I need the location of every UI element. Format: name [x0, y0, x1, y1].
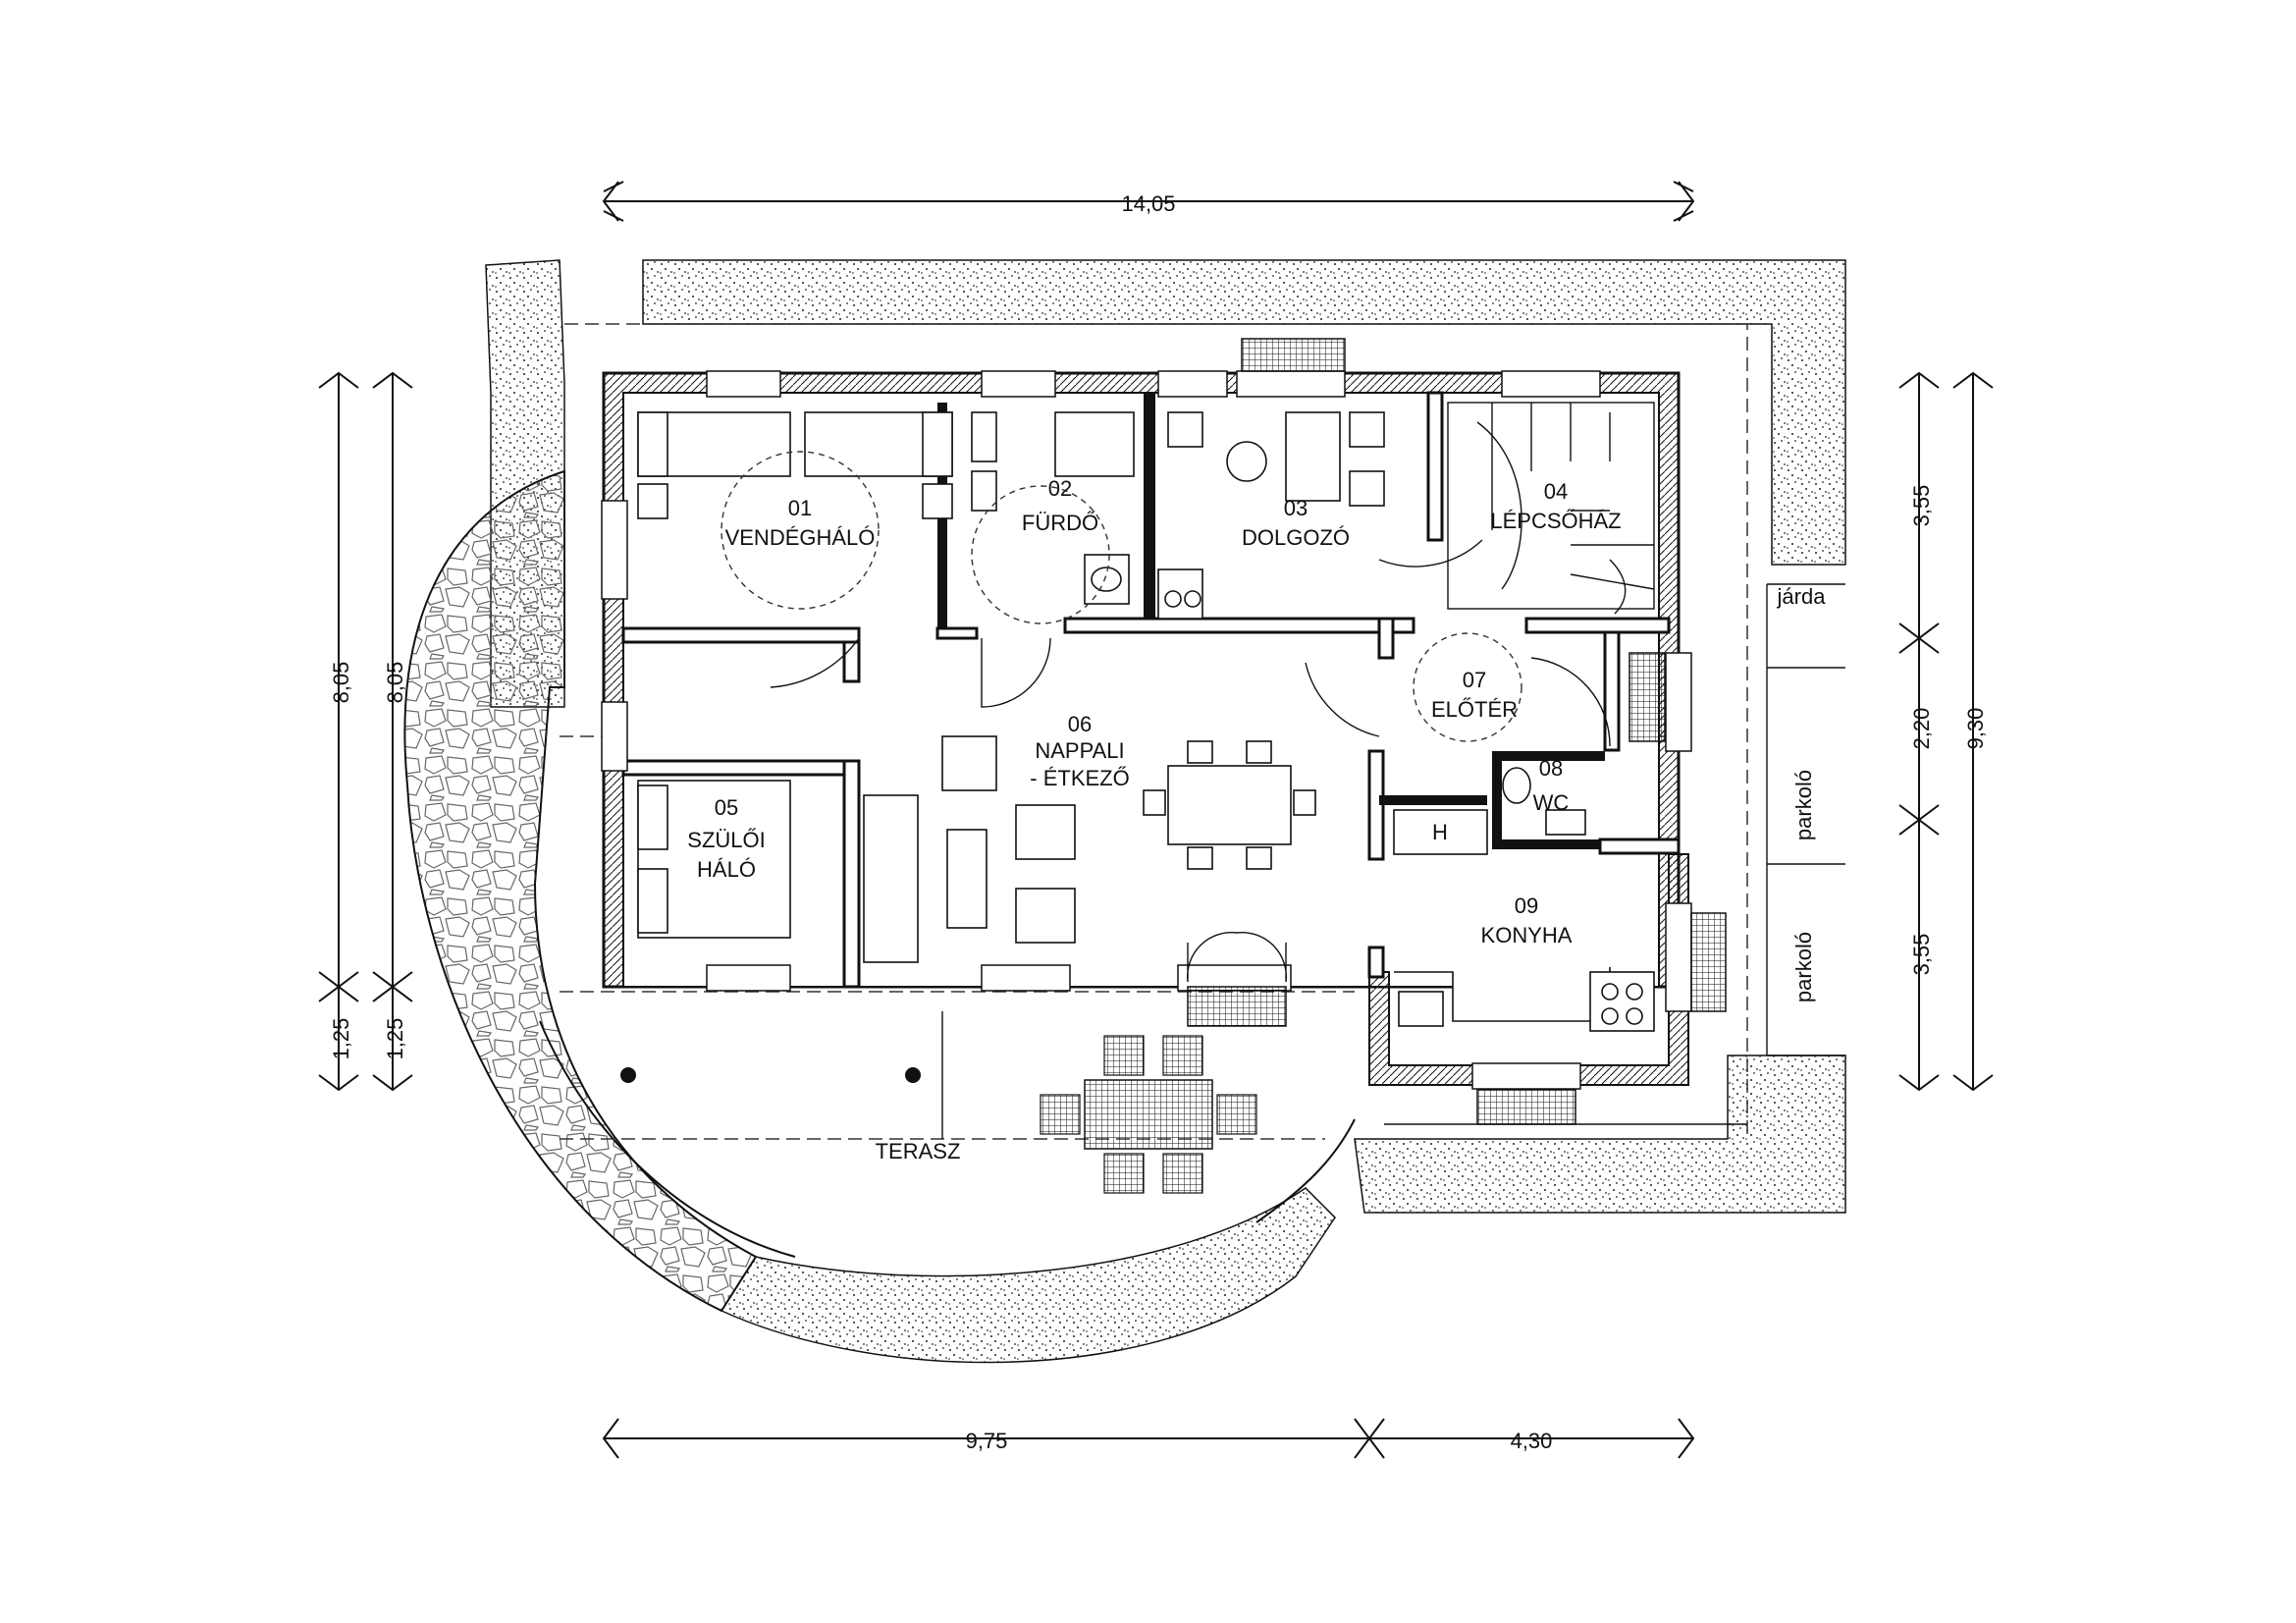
parking-label-2: parkoló — [1791, 932, 1816, 1002]
staircase — [1447, 402, 1655, 615]
room-04-name: LÉPCSŐHÁZ — [1490, 509, 1621, 533]
dim-top-total: 14,05 — [1121, 191, 1175, 216]
furniture — [620, 411, 1655, 1194]
landscaping — [403, 259, 1846, 1364]
room-08-name: WC — [1533, 790, 1570, 815]
dim-left-b-sub: 1,25 — [383, 1018, 407, 1060]
dim-bottom-right: 4,30 — [1511, 1429, 1553, 1453]
room-07-name: ELŐTÉR — [1431, 697, 1518, 722]
room-08-number: 08 — [1539, 756, 1563, 781]
walls — [601, 338, 1727, 1125]
room-05-name: SZÜLŐI — [687, 828, 765, 852]
room-labels: 01 VENDÉGHÁLÓ 02 FÜRDŐ 03 DOLGOZÓ 04 LÉP… — [687, 476, 1826, 1163]
parking-label-1: parkoló — [1791, 770, 1816, 840]
dimension-top: 14,05 — [602, 181, 1695, 222]
room-06-name-2: - ÉTKEZŐ — [1030, 766, 1129, 790]
door-swings — [721, 451, 1611, 983]
dimension-right-a: 3,55 2,20 3,55 — [1898, 371, 1940, 1092]
dim-right-a-2: 2,20 — [1909, 708, 1934, 750]
heater-label: H — [1432, 820, 1448, 844]
dimension-right-b: 9,30 — [1952, 371, 1994, 1092]
terrace-label: TERASZ — [876, 1139, 961, 1163]
dim-bottom-left: 9,75 — [966, 1429, 1008, 1453]
room-01-number: 01 — [788, 496, 812, 520]
room-02-name: FÜRDŐ — [1022, 511, 1098, 535]
dimension-left-b: 8,05 1,25 — [372, 371, 413, 1092]
dimension-lines: 14,05 9,75 4,30 8,05 1,25 8,05 1,25 3,55 — [318, 181, 1994, 1459]
room-06-number: 06 — [1068, 712, 1092, 736]
dim-left-a-sub: 1,25 — [329, 1018, 353, 1060]
dim-left-a-main: 8,05 — [329, 662, 353, 704]
room-09-name: KONYHA — [1481, 923, 1573, 947]
room-02-number: 02 — [1048, 476, 1072, 501]
dim-right-a-1: 3,55 — [1909, 485, 1934, 527]
dim-right-a-3: 3,55 — [1909, 934, 1934, 976]
room-03-name: DOLGOZÓ — [1242, 525, 1350, 550]
room-07-number: 07 — [1463, 668, 1486, 692]
room-06-name: NAPPALI — [1035, 738, 1124, 763]
room-05-number: 05 — [715, 795, 738, 820]
dim-right-b-total: 9,30 — [1963, 708, 1988, 750]
dimension-left-a: 8,05 1,25 — [318, 371, 359, 1092]
room-09-number: 09 — [1515, 893, 1538, 918]
dimension-bottom: 9,75 4,30 — [602, 1418, 1695, 1459]
room-04-number: 04 — [1544, 479, 1568, 504]
room-03-number: 03 — [1284, 496, 1308, 520]
dim-left-b-main: 8,05 — [383, 662, 407, 704]
room-01-name: VENDÉGHÁLÓ — [725, 525, 876, 550]
sidewalk-label: járda — [1777, 584, 1827, 609]
room-05-name-2: HÁLÓ — [697, 857, 756, 882]
